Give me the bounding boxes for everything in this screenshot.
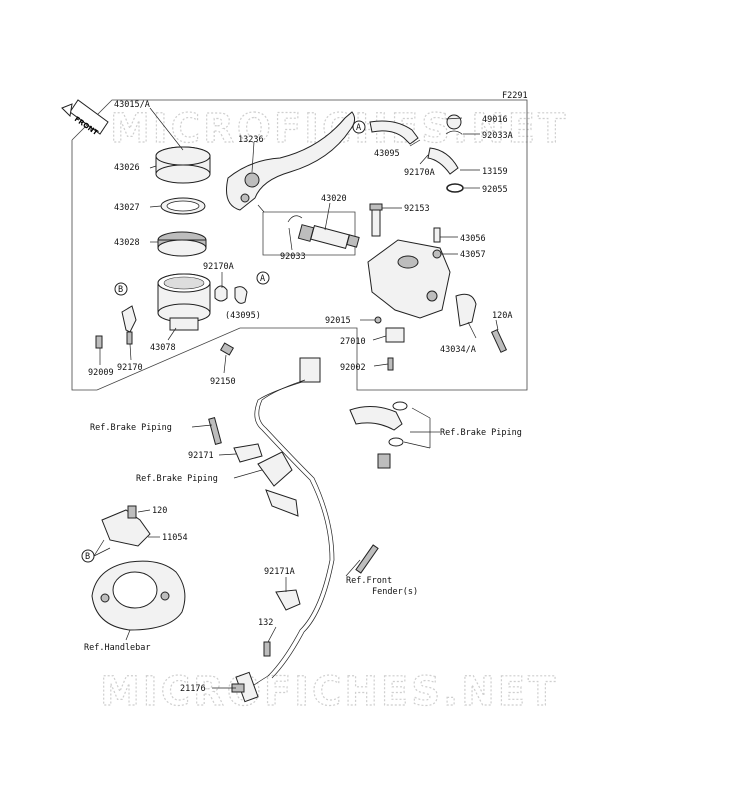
leader-lines <box>93 107 499 689</box>
label-43028: 43028 <box>114 238 140 248</box>
label-43095: 43095 <box>374 149 400 159</box>
washer-2 <box>388 437 404 447</box>
label-43095-paren: (43095) <box>225 311 261 321</box>
callout-a-1: A <box>256 271 270 285</box>
master-cylinder-body <box>367 203 451 319</box>
diaphragm <box>157 231 207 257</box>
brake-lever <box>226 111 356 211</box>
sensor-wire-2 <box>258 379 335 679</box>
hose-joint <box>257 451 293 487</box>
screw-92170 <box>126 331 133 345</box>
banjo-bolt <box>377 453 391 469</box>
label-43026: 43026 <box>114 163 140 173</box>
svg-text:A: A <box>356 123 361 133</box>
hose-end <box>265 489 299 517</box>
callout-b-2: B <box>81 549 95 563</box>
part-labels: 43015/A 43026 43027 43028 13236 43020 92… <box>88 100 513 694</box>
front-arrow-icon: FRONT <box>61 99 109 137</box>
callout-a-2: A <box>352 120 366 134</box>
label-92033: 92033 <box>280 252 306 262</box>
label-92170A-1: 92170A <box>203 262 234 272</box>
label-11054: 11054 <box>162 533 188 543</box>
label-21176: 21176 <box>180 684 206 694</box>
reference-labels: Ref.Brake Piping Ref.Brake Piping Ref.Br… <box>84 423 522 653</box>
screw-92009 <box>95 335 103 349</box>
assembly-frame <box>71 99 528 391</box>
label-120A: 120A <box>492 311 512 321</box>
label-132: 132 <box>258 618 273 628</box>
label-43020: 43020 <box>321 194 347 204</box>
label-92055: 92055 <box>482 185 508 195</box>
hose-13159 <box>427 147 459 175</box>
diagram-code: F2291 <box>502 91 528 101</box>
label-13159: 13159 <box>482 167 508 177</box>
nut-92015 <box>374 316 382 324</box>
label-13236: 13236 <box>238 135 264 145</box>
label-43027: 43027 <box>114 203 140 213</box>
hose-clip <box>234 286 248 304</box>
sensor-wire <box>249 381 331 689</box>
bolt-front-fender <box>355 544 379 574</box>
label-92171: 92171 <box>188 451 214 461</box>
banjo-fitting <box>349 406 403 431</box>
bolt-120 <box>127 505 137 519</box>
reservoir-bracket <box>121 305 137 333</box>
ref-brake-piping-right: Ref.Brake Piping <box>440 428 522 438</box>
ref-brake-piping-mid: Ref.Brake Piping <box>136 474 218 484</box>
label-43056: 43056 <box>460 234 486 244</box>
ref-brake-piping-left: Ref.Brake Piping <box>90 423 172 433</box>
label-120: 120 <box>152 506 167 516</box>
o-ring-92055 <box>446 183 464 193</box>
switch-27010 <box>385 327 405 343</box>
handlebar-switch-housing <box>91 560 186 631</box>
ref-handlebar: Ref.Handlebar <box>84 643 151 653</box>
hose-clamp-92170A <box>214 285 228 302</box>
svg-text:B: B <box>85 552 90 562</box>
cap-43057 <box>432 249 442 259</box>
bolt-120A <box>490 329 508 353</box>
reservoir-hose <box>369 120 419 145</box>
watermark-bottom: MICROFICHES.NET <box>100 669 558 715</box>
bolt-132 <box>263 641 271 657</box>
svg-text:A: A <box>260 274 265 284</box>
label-92015: 92015 <box>325 316 351 326</box>
holder-43034 <box>455 293 477 327</box>
ref-front-fender-line1: Ref.Front <box>346 576 392 586</box>
clamp-92171A <box>275 589 301 611</box>
sub-frame <box>262 211 356 256</box>
cap-49016 <box>446 114 462 130</box>
circlip-92033 <box>287 215 303 223</box>
label-92153: 92153 <box>404 204 430 214</box>
label-49016: 49016 <box>482 115 508 125</box>
label-92170A-2: 92170A <box>404 168 435 178</box>
label-92009: 92009 <box>88 368 114 378</box>
svg-text:B: B <box>118 285 123 295</box>
connector <box>299 357 321 383</box>
label-43057: 43057 <box>460 250 486 260</box>
label-43078: 43078 <box>150 343 176 353</box>
ref-front-fender-line2: Fender(s) <box>372 587 418 597</box>
label-27010: 27010 <box>340 337 366 347</box>
bleeder-43056 <box>433 227 441 243</box>
piston-kit <box>297 224 360 250</box>
bolt-92171 <box>208 417 222 445</box>
washer-1 <box>392 401 408 411</box>
bracket-mid <box>233 443 263 463</box>
screw-92002 <box>387 357 394 371</box>
reservoir-body <box>157 273 211 331</box>
label-92170: 92170 <box>117 363 143 373</box>
label-43015A: 43015/A <box>114 100 150 110</box>
label-92150: 92150 <box>210 377 236 387</box>
callout-b-1: B <box>114 282 128 296</box>
clip-92033A <box>445 130 463 135</box>
reservoir-cap <box>155 146 211 184</box>
screw-92150 <box>219 342 235 356</box>
bracket-11054 <box>101 509 151 547</box>
label-43034A: 43034/A <box>440 345 476 355</box>
label-92171A: 92171A <box>264 567 295 577</box>
label-92033A: 92033A <box>482 131 513 141</box>
label-92002: 92002 <box>340 363 366 373</box>
